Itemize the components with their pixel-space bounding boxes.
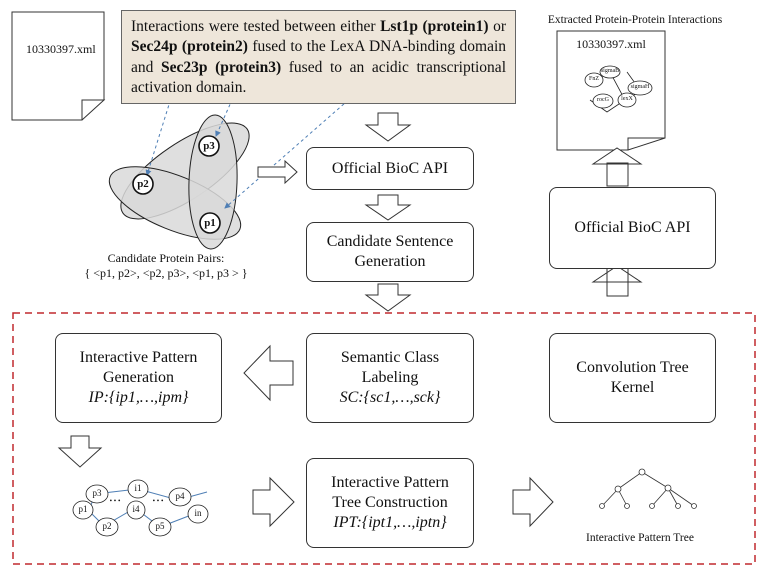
pattern-node-p2: p2: [102, 521, 112, 531]
semantic-class-formula: SC:{sc1,…,sck}: [339, 389, 441, 406]
convolution-tree-line1: Convolution Tree: [576, 359, 689, 376]
graph-node-sigmab: sigmaB: [600, 68, 620, 74]
graph-node-lexx: lexX: [621, 96, 633, 102]
protein-node-p1: p1: [204, 217, 216, 229]
output-filename: 10330397.xml: [576, 37, 646, 51]
pattern-node-p1: p1: [78, 504, 88, 514]
candidate-pairs-title: Candidate Protein Pairs:: [107, 251, 225, 265]
pipeline-region: [12, 312, 756, 565]
bioc-api-left-label: Official BioC API: [331, 159, 449, 177]
pattern-tree-label: Interactive Pattern Tree: [586, 532, 694, 544]
graph-node-fnz: FnZ: [588, 76, 599, 82]
pattern-dots-left: • • •: [109, 497, 121, 505]
graph-node-rocg: rocG: [597, 97, 609, 103]
input-document-icon: [11, 11, 106, 121]
pattern-node-i1: i1: [134, 483, 142, 493]
callout-text-3: fused to the LexA DNA-binding domain and: [131, 38, 507, 76]
ipt-construction-line1: Interactive Pattern: [331, 474, 449, 491]
pattern-node-p3: p3: [92, 488, 102, 498]
semantic-class-box: Semantic Class Labeling SC:{sc1,…,sck}: [306, 333, 474, 423]
graph-node-sigmah: sigmaH: [630, 84, 650, 90]
sentence-callout: Interactions were tested between either …: [121, 10, 516, 104]
ipt-construction-box: Interactive Pattern Tree Construction IP…: [306, 458, 474, 548]
protein-pair-ellipses: [108, 114, 250, 250]
pattern-node-p5: p5: [155, 521, 165, 531]
ipt-construction-line2: Tree Construction: [332, 494, 448, 511]
output-document-icon: [556, 30, 666, 151]
flow-arrows: [57, 112, 643, 528]
pattern-dots-right: • • •: [152, 497, 164, 505]
semantic-class-line2: Labeling: [361, 369, 419, 386]
callout-text-4: fused to an acidic transcriptional activ…: [131, 58, 506, 97]
callout-text-1: Interactions were tested between either: [131, 18, 381, 35]
callout-text-2: or: [488, 18, 507, 35]
semantic-class-line1: Semantic Class: [340, 349, 440, 366]
pattern-graph-nodes: [72, 479, 209, 537]
ppi-graph-icon: [584, 65, 653, 113]
interactive-pattern-line2: Generation: [102, 369, 175, 386]
pattern-node-p4: p4: [175, 491, 185, 501]
protein-node-p2: p2: [137, 178, 149, 190]
output-title: Extracted Protein-Protein Interactions: [547, 14, 723, 26]
bioc-api-right-box: Official BioC API: [549, 187, 716, 269]
protein3-mention: Sec23p (protein3): [161, 58, 282, 76]
candidate-pairs-list: { <p1, p2>, <p2, p3>, <p1, p3 > }: [84, 266, 248, 280]
interactive-pattern-box: Interactive Pattern Generation IP:{ip1,……: [55, 333, 222, 423]
protein-node-p3: p3: [203, 140, 215, 152]
candidate-sentence-line2: Generation: [354, 253, 426, 270]
protein-node-circles: [132, 135, 221, 234]
pattern-tree-icon: [599, 468, 697, 509]
ipt-construction-formula: IPT:{ipt1,…,iptn}: [333, 514, 447, 531]
candidate-sentence-line1: Candidate Sentence: [326, 233, 454, 250]
bioc-api-right-label: Official BioC API: [574, 219, 691, 236]
interactive-pattern-line1: Interactive Pattern: [79, 349, 198, 366]
protein1-mention: Lst1p (protein1): [380, 18, 489, 35]
convolution-tree-line2: Kernel: [610, 379, 655, 396]
pattern-node-in: in: [194, 508, 202, 518]
bioc-api-left-box: Official BioC API: [306, 147, 474, 190]
input-filename: 10330397.xml: [26, 42, 96, 56]
pattern-node-i4: i4: [132, 504, 140, 514]
protein2-mention: Sec24p (protein2): [131, 38, 248, 56]
convolution-tree-box: Convolution Tree Kernel: [549, 333, 716, 423]
candidate-sentence-box: Candidate Sentence Generation: [306, 222, 474, 282]
interactive-pattern-formula: IP:{ip1,…,ipm}: [88, 389, 189, 406]
